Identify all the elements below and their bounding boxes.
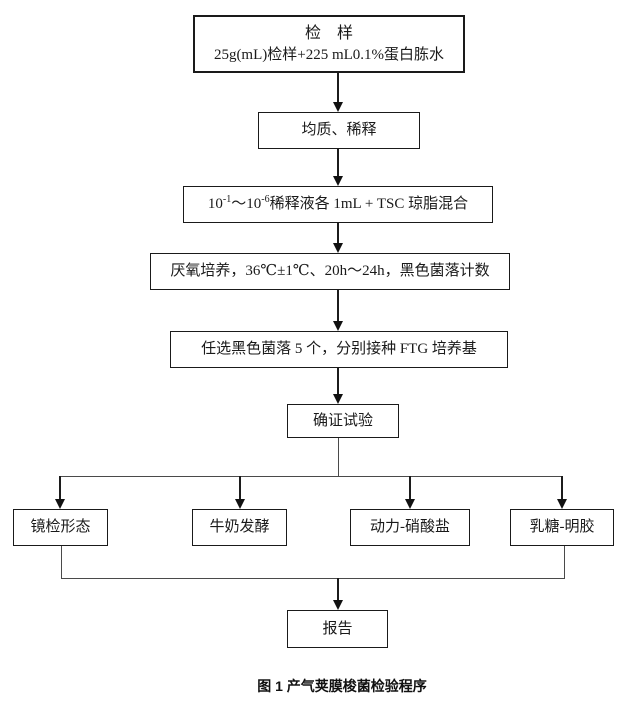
- connector-branch-top: [60, 476, 563, 477]
- flow-arrow-sample-homogenize: [332, 73, 344, 112]
- arrow-down-icon: [333, 243, 343, 253]
- dilution-base: 10: [207, 196, 223, 213]
- dilution-rest: 稀释液各 1mL + TSC 琼脂混合: [269, 196, 469, 213]
- branch-arrow-milk: [234, 476, 246, 509]
- arrow-stem: [337, 368, 339, 395]
- flow-arrow-incubation-colonies: [332, 290, 344, 331]
- arrow-down-icon: [333, 176, 343, 186]
- branch-arrow-microscopy: [54, 476, 66, 509]
- node-dilution: 10-1～10-6稀释液各 1mL + TSC 琼脂混合: [183, 186, 493, 223]
- node-incubation-label: 厌氧培养，36℃±1℃、20h～24h，黑色菌落计数: [170, 263, 490, 280]
- node-confirmation: 确证试验: [287, 404, 399, 438]
- branch-arrow-motility: [404, 476, 416, 509]
- arrow-down-icon: [333, 321, 343, 331]
- arrow-stem: [561, 476, 563, 500]
- node-sample-title: 检 样: [304, 25, 353, 43]
- node-homogenize: 均质、稀释: [258, 112, 420, 149]
- node-microscopy: 镜检形态: [13, 509, 108, 546]
- node-colonies: 任选黑色菌落 5 个，分别接种 FTG 培养基: [170, 331, 508, 368]
- node-homogenize-label: 均质、稀释: [301, 122, 377, 139]
- node-report-label: 报告: [322, 620, 353, 637]
- flow-arrow-dilution-incubation: [332, 223, 344, 253]
- node-lactose-label: 乳糖-明胶: [529, 519, 595, 536]
- figure-caption: 图 1 产气荚膜梭菌检验程序: [257, 678, 427, 694]
- flow-arrow-homogenize-dilution: [332, 149, 344, 186]
- connector-lactose-down: [564, 546, 565, 578]
- node-microscopy-label: 镜检形态: [30, 519, 91, 536]
- node-milk: 牛奶发酵: [192, 509, 287, 546]
- arrow-stem: [337, 149, 339, 177]
- node-milk-label: 牛奶发酵: [209, 519, 270, 536]
- arrow-stem: [337, 290, 339, 322]
- branch-arrow-lactose: [556, 476, 568, 509]
- node-sample-detail: 25g(mL)检样+225 mL0.1%蛋白胨水: [213, 46, 445, 63]
- dilution-superscript: -1: [222, 194, 232, 206]
- arrow-stem: [409, 476, 411, 500]
- arrow-stem: [337, 578, 339, 601]
- dilution-superscript: -6: [261, 194, 270, 206]
- arrow-down-icon: [55, 499, 65, 509]
- flow-arrow-report: [332, 578, 344, 610]
- arrow-down-icon: [333, 600, 343, 610]
- connector-converge-bottom: [61, 578, 565, 579]
- arrow-stem: [239, 476, 241, 500]
- node-confirmation-label: 确证试验: [312, 412, 373, 429]
- arrow-down-icon: [333, 102, 343, 112]
- node-colonies-label: 任选黑色菌落 5 个，分别接种 FTG 培养基: [201, 341, 477, 358]
- arrow-down-icon: [557, 499, 567, 509]
- node-motility-label: 动力-硝酸盐: [370, 519, 450, 536]
- connector-confirmation-stem: [338, 438, 339, 476]
- node-incubation: 厌氧培养，36℃±1℃、20h～24h，黑色菌落计数: [150, 253, 510, 290]
- node-sample: 检 样 25g(mL)检样+225 mL0.1%蛋白胨水: [193, 15, 465, 73]
- node-motility: 动力-硝酸盐: [350, 509, 470, 546]
- arrow-stem: [337, 223, 339, 244]
- arrow-down-icon: [405, 499, 415, 509]
- arrow-stem: [337, 73, 339, 103]
- node-report: 报告: [287, 610, 388, 648]
- arrow-down-icon: [333, 394, 343, 404]
- node-lactose: 乳糖-明胶: [510, 509, 614, 546]
- arrow-down-icon: [235, 499, 245, 509]
- arrow-stem: [59, 476, 61, 500]
- flow-arrow-colonies-confirmation: [332, 368, 344, 404]
- node-dilution-label: 10-1～10-6稀释液各 1mL + TSC 琼脂混合: [208, 194, 468, 214]
- dilution-range: ～10: [231, 196, 262, 213]
- connector-microscopy-down: [61, 546, 62, 578]
